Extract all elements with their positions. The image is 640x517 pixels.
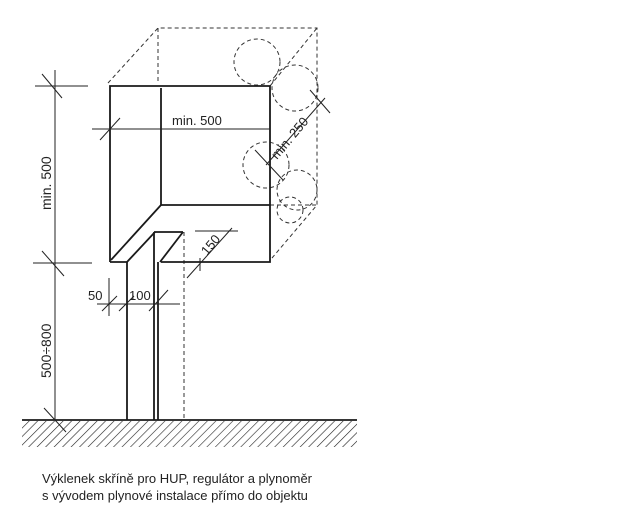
caption-line-2: s vývodem plynové instalace přímo do obj… [42,488,308,503]
caption-line-1: Výklenek skříně pro HUP, regulátor a ply… [42,471,313,486]
width-dimension [92,117,270,141]
vertical-dimension [33,70,92,433]
depth-label: min. 250 [268,114,312,162]
cabinet-depth-outline [107,27,319,420]
offset-dimension [186,227,238,279]
pipe-dimension [97,278,180,316]
offset-label: 150 [198,232,223,258]
height-upper-label: min. 500 [38,156,54,210]
ground-hatch [22,419,357,447]
pipe-label: 100 [129,288,151,303]
gap-label: 50 [88,288,102,303]
width-label: min. 500 [172,113,222,128]
gas-pipe [126,232,159,420]
cabinet-front [109,85,271,263]
height-lower-label: 500÷800 [38,323,54,378]
depth-dimension [254,89,331,181]
